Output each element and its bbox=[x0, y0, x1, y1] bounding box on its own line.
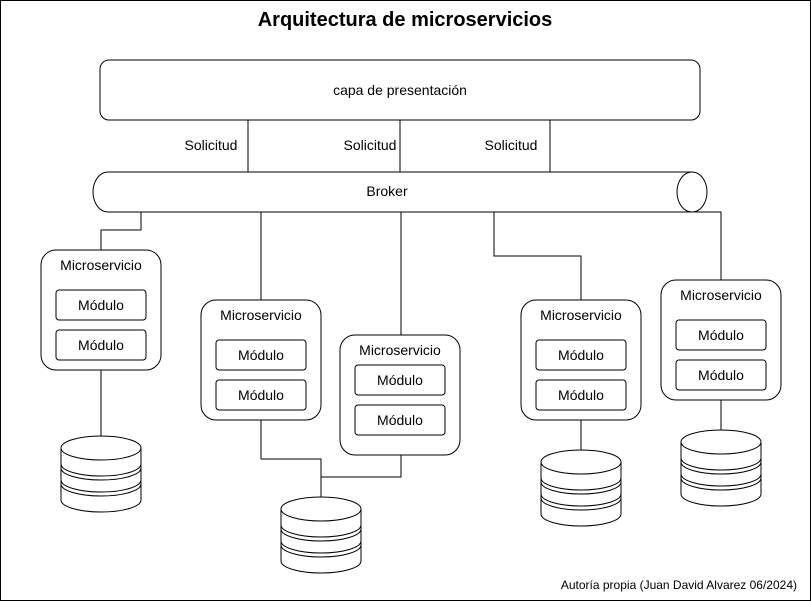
microservice-2-label: Microservicio bbox=[220, 307, 302, 323]
diagram-title: Arquitectura de microservicios bbox=[258, 9, 553, 31]
request-label-2: Solicitud bbox=[344, 137, 397, 153]
microservice-5-label: Microservicio bbox=[680, 287, 762, 303]
presentation-layer: capa de presentación bbox=[99, 59, 701, 121]
broker-bus: Broker bbox=[92, 171, 708, 213]
broker-connectors bbox=[100, 211, 722, 335]
author-credit: Autoría propia (Juan David Alvarez 06/20… bbox=[561, 578, 797, 592]
presentation-layer-label: capa de presentación bbox=[333, 82, 467, 98]
microservice-1: Microservicio Módulo Módulo bbox=[40, 249, 162, 371]
request-label-1: Solicitud bbox=[185, 137, 238, 153]
microservice-4: Microservicio Módulo Módulo bbox=[520, 299, 642, 421]
microservice-4-module-1: Módulo bbox=[558, 347, 604, 363]
microservice-3-module-1: Módulo bbox=[377, 372, 423, 388]
microservice-4-module-2: Módulo bbox=[558, 387, 604, 403]
microservice-1-module-2: Módulo bbox=[78, 337, 124, 353]
microservice-1-module-1: Módulo bbox=[78, 297, 124, 313]
microservice-5-module-1: Módulo bbox=[698, 327, 744, 343]
microservice-2-module-2: Módulo bbox=[238, 387, 284, 403]
microservice-3: Microservicio Módulo Módulo bbox=[339, 334, 461, 456]
database-icon-4 bbox=[680, 429, 762, 507]
database-connectors bbox=[100, 370, 722, 497]
request-label-3: Solicitud bbox=[485, 137, 538, 153]
database-icon-2 bbox=[280, 496, 362, 574]
microservice-2: Microservicio Módulo Módulo bbox=[200, 299, 322, 421]
microservice-3-label: Microservicio bbox=[359, 342, 441, 358]
microservice-1-label: Microservicio bbox=[60, 257, 142, 273]
database-icon-3 bbox=[540, 449, 622, 527]
broker-label: Broker bbox=[366, 183, 408, 199]
microservice-5-module-2: Módulo bbox=[698, 367, 744, 383]
microservice-5: Microservicio Módulo Módulo bbox=[660, 279, 782, 401]
request-connectors bbox=[247, 120, 551, 172]
microservice-3-module-2: Módulo bbox=[377, 412, 423, 428]
microservice-4-label: Microservicio bbox=[540, 307, 622, 323]
microservice-2-module-1: Módulo bbox=[238, 347, 284, 363]
database-icon-1 bbox=[60, 435, 142, 513]
